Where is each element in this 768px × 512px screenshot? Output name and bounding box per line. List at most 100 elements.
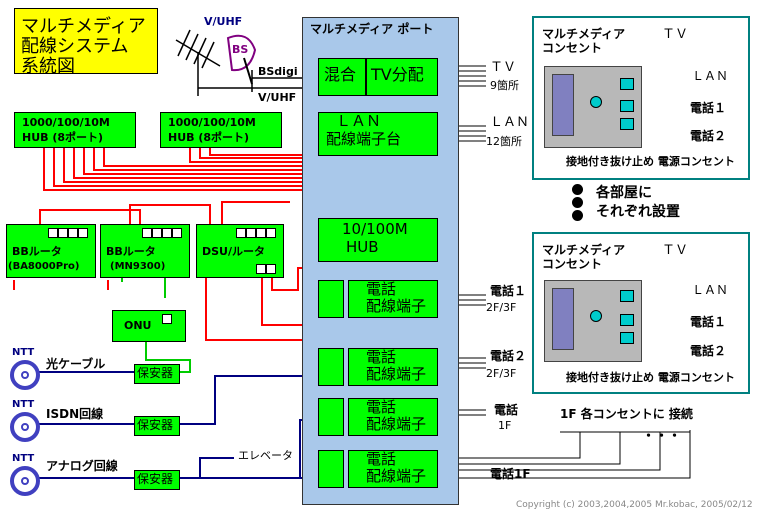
phone-jack-4 — [318, 450, 344, 488]
room-note-line2: それぞれ設置 — [596, 204, 680, 220]
tv-out-label: ＴＶ — [490, 60, 517, 75]
phone-out-2-label: 電話２ — [490, 349, 527, 363]
outlet-2-power: 接地付き抜け止め 電源コンセント — [566, 371, 735, 384]
phone-jack-1 — [318, 280, 344, 318]
outlet-2-title1: マルチメディア — [542, 243, 626, 257]
copyright-text: Copyright (c) 2003,2004,2005 Mr.kobac, 2… — [516, 500, 753, 510]
diagram-title: マルチメディア 配線システム 系統図 — [14, 8, 158, 77]
ntt-1-label: NTT — [12, 347, 35, 358]
outlet-1-title2: コンセント — [542, 41, 603, 55]
onu-label: ONU — [124, 319, 152, 332]
ntt-analog-icon — [10, 466, 40, 496]
ntt-2-label: NTT — [12, 399, 35, 410]
port-panel-title: マルチメディア ポート — [310, 22, 434, 36]
phone-terminal-4 — [348, 450, 438, 488]
phone-terminal-1-line1: 電話 — [366, 280, 397, 298]
protector-3-label: 保安器 — [137, 472, 174, 486]
hub-2-line1: 1000/100/10M — [168, 116, 256, 129]
lan-terminal-box — [318, 112, 438, 156]
phone-terminal-2-line1: 電話 — [366, 348, 397, 366]
bsdigi-label: BSdigi — [258, 65, 298, 78]
ntt-3-label: NTT — [12, 453, 35, 464]
vuhf-label-top: V/UHF — [204, 15, 243, 28]
inner-hub-line2: HUB — [346, 238, 379, 256]
outlet-2-phone2: 電話２ — [690, 344, 727, 358]
outlet-1-phone1: 電話１ — [690, 101, 727, 115]
lan-out-count: 12箇所 — [486, 135, 522, 148]
lan-terminal-line2: 配線端子台 — [326, 130, 402, 148]
lan-terminal-line1: ＬＡＮ — [336, 112, 382, 130]
phone-terminal-4-line2: 配線端子 — [366, 467, 427, 485]
power-socket-1 — [552, 74, 574, 136]
router-3-name: DSU/ルータ — [202, 245, 266, 258]
router-1-model: (BA8000Pro) — [8, 261, 80, 272]
phone1-jack-2 — [620, 314, 634, 326]
phone-terminal-3-line2: 配線端子 — [366, 415, 427, 433]
protector-analog — [134, 470, 180, 490]
vuhf-label-bottom: V/UHF — [258, 91, 297, 104]
outlet-1-tv: ＴＶ — [662, 27, 689, 42]
protector-fiber — [134, 364, 180, 384]
phone2-jack-2 — [620, 332, 634, 344]
lan-jack-1 — [620, 78, 634, 90]
protector-isdn — [134, 416, 180, 436]
tv-jack-1 — [590, 96, 602, 108]
yagi-antenna — [175, 29, 221, 96]
phone1-jack-1 — [620, 100, 634, 112]
title-line-3: 系統図 — [21, 56, 75, 77]
phone-terminal-2 — [348, 348, 438, 386]
phone-jack-3 — [318, 398, 344, 436]
hub-2 — [160, 112, 282, 148]
phone-out-2-floors: 2F/3F — [486, 367, 517, 380]
mixer-label: 混合 — [324, 65, 357, 84]
outlet-1f-note: 1F 各コンセントに 接続 — [560, 407, 693, 421]
phone-jack-2 — [318, 348, 344, 386]
phone-out-4-label: 電話1F — [490, 467, 531, 481]
phone-terminal-3-line1: 電話 — [366, 398, 397, 416]
phone-out-1-label: 電話１ — [490, 284, 527, 298]
title-line-1: マルチメディア — [21, 16, 146, 37]
onu-box — [112, 310, 186, 342]
outlet-1-power: 接地付き抜け止め 電源コンセント — [566, 155, 735, 168]
mixer-box — [318, 58, 366, 96]
phone-terminal-3 — [348, 398, 438, 436]
hub-1-line1: 1000/100/10M — [22, 116, 110, 129]
lan-out-label: ＬＡＮ — [490, 115, 530, 130]
hub-1 — [14, 112, 136, 148]
elevator-label: エレベータ — [238, 449, 293, 462]
phone-out-3-label: 電話 — [494, 403, 519, 417]
phone-terminal-2-line2: 配線端子 — [366, 365, 427, 383]
bs-label: BS — [232, 43, 249, 56]
tv-jack-2 — [590, 310, 602, 322]
outlet-2-title2: コンセント — [542, 257, 603, 271]
room-note-line1: 各部屋に — [596, 185, 652, 201]
title-line-2: 配線システム — [21, 36, 129, 57]
outlet-2-tv: ＴＶ — [662, 243, 689, 258]
outlet-1-lan: ＬＡＮ — [692, 69, 729, 83]
inner-hub-box — [318, 218, 438, 262]
hub-2-line2: HUB (8ポート) — [168, 131, 250, 144]
router-2-name: BBルータ — [106, 245, 156, 258]
tv-splitter-box — [366, 58, 438, 96]
tv-out-count: 9箇所 — [490, 79, 519, 92]
outlet-2-phone1: 電話１ — [690, 315, 727, 329]
ntt-isdn-icon — [10, 412, 40, 442]
outlet-1-title1: マルチメディア — [542, 27, 626, 41]
phone2-jack-1 — [620, 118, 634, 130]
inner-hub-line1: 10/100M — [342, 220, 408, 238]
outlet-2-lan: ＬＡＮ — [692, 283, 729, 297]
phone-out-lines — [437, 294, 691, 479]
router-2-model: (MN9300) — [110, 261, 166, 272]
analog-line-label: アナログ回線 — [46, 459, 118, 473]
phone-terminal-1-line2: 配線端子 — [366, 297, 427, 315]
ellipsis-1f: ・・・ — [642, 429, 682, 444]
phone-out-3-floors: 1F — [498, 419, 512, 432]
ntt-fiber-icon — [10, 360, 40, 390]
phone-terminal-4-line1: 電話 — [366, 450, 397, 468]
isdn-line-label: ISDN回線 — [46, 407, 104, 421]
tv-splitter-label: TV分配 — [371, 65, 424, 84]
phone-terminal-1 — [348, 280, 438, 318]
bs-dish — [226, 34, 257, 85]
phone-out-1-floors: 2F/3F — [486, 301, 517, 314]
lan-jack-2 — [620, 290, 634, 302]
